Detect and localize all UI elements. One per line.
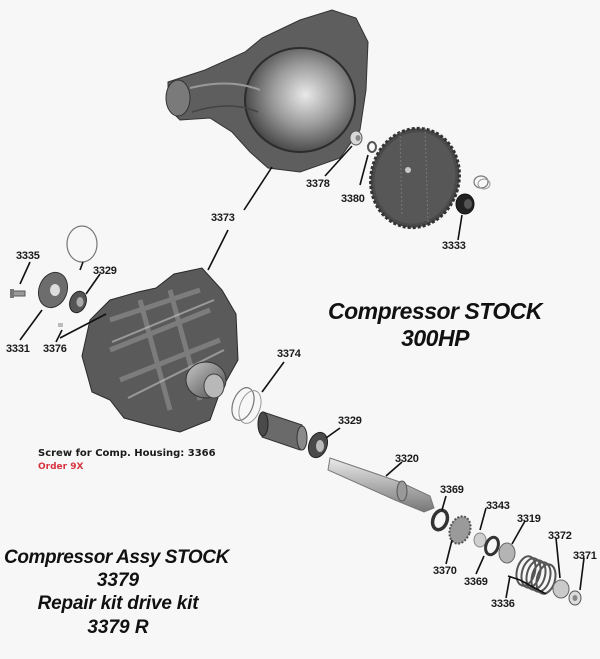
assembly-info: Compressor Assy STOCK 3379 Repair kit dr… bbox=[4, 546, 229, 640]
callout-3331: 3331 bbox=[6, 343, 30, 355]
bearing-3329-right bbox=[307, 431, 329, 459]
title-line-2: 300HP bbox=[401, 325, 469, 351]
callout-3329-upper: 3329 bbox=[93, 265, 117, 277]
callout-3370: 3370 bbox=[433, 565, 457, 577]
order-note: Order 9X bbox=[38, 462, 84, 472]
compressor-cover-housing bbox=[165, 9, 369, 173]
callout-3335: 3335 bbox=[16, 250, 40, 262]
screw-note: Screw for Comp. Housing: 3366 Order 9X bbox=[38, 448, 216, 472]
callout-3369-lower: 3369 bbox=[464, 576, 488, 588]
screw-3335 bbox=[10, 289, 26, 298]
ramp-3319 bbox=[498, 542, 516, 564]
callout-3376: 3376 bbox=[43, 343, 67, 355]
shim-3369-b bbox=[484, 535, 500, 557]
gear-3370 bbox=[448, 515, 472, 545]
drive-gear-wheel bbox=[369, 126, 461, 230]
callout-3373: 3373 bbox=[211, 212, 235, 224]
assembly-line-4: 3379 R bbox=[87, 617, 149, 638]
snap-ring bbox=[473, 175, 491, 190]
sleeve-tube bbox=[257, 411, 308, 451]
o-ring bbox=[66, 225, 98, 263]
leader-lines bbox=[19, 145, 585, 599]
callout-3378: 3378 bbox=[306, 178, 330, 190]
callout-3320: 3320 bbox=[395, 453, 419, 465]
nut-3371 bbox=[568, 590, 582, 606]
callout-3336: 3336 bbox=[491, 598, 515, 610]
flange-3331 bbox=[37, 271, 69, 309]
thrust-washer-3378 bbox=[349, 130, 363, 146]
diagram-title: Compressor STOCK 300HP bbox=[322, 298, 548, 352]
shim-3369-a bbox=[430, 508, 450, 532]
bushing-3343 bbox=[473, 532, 487, 548]
screw-note-text: Screw for Comp. Housing: 3366 bbox=[38, 448, 216, 459]
callout-3372: 3372 bbox=[548, 530, 572, 542]
callout-3374: 3374 bbox=[277, 348, 301, 360]
assembly-line-1: Compressor Assy STOCK bbox=[4, 547, 229, 568]
callout-3319: 3319 bbox=[517, 513, 541, 525]
sleeve-3372 bbox=[552, 579, 570, 599]
drive-shaft bbox=[327, 457, 435, 513]
callout-3380: 3380 bbox=[341, 193, 365, 205]
callout-3333: 3333 bbox=[442, 240, 466, 252]
callout-3371: 3371 bbox=[573, 550, 597, 562]
bearing-3329-left bbox=[69, 290, 87, 314]
title-line-1: Compressor STOCK bbox=[328, 298, 542, 324]
retaining-ring-3374 bbox=[231, 387, 262, 424]
lock-washer-3380 bbox=[367, 141, 377, 153]
sleeve-3333 bbox=[455, 193, 475, 215]
assembly-line-3: Repair kit drive kit bbox=[37, 593, 199, 614]
compressor-housing bbox=[81, 267, 239, 433]
callout-3369-upper: 3369 bbox=[440, 484, 464, 496]
callout-3329-lower: 3329 bbox=[338, 415, 362, 427]
callout-3343: 3343 bbox=[486, 500, 510, 512]
spring-stack-3336 bbox=[515, 555, 557, 595]
assembly-line-2: 3379 bbox=[96, 570, 140, 591]
